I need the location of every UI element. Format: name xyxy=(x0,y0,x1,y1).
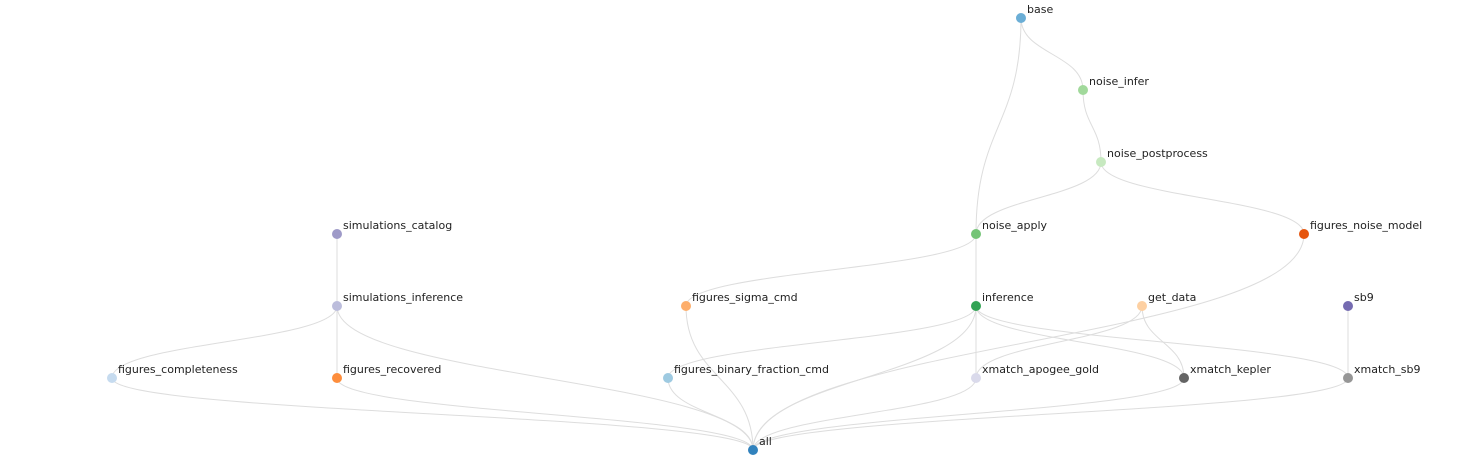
node-dot[interactable] xyxy=(1179,373,1189,383)
node-dot[interactable] xyxy=(1016,13,1026,23)
graph-edge xyxy=(111,377,754,451)
node-dot[interactable] xyxy=(1299,229,1309,239)
graph-edge xyxy=(667,305,977,379)
node-dot[interactable] xyxy=(332,229,342,239)
node-label: xmatch_kepler xyxy=(1190,363,1271,376)
graph-node-all[interactable]: all xyxy=(748,435,772,455)
graph-node-noise-infer[interactable]: noise_infer xyxy=(1078,75,1149,95)
graph-node-base[interactable]: base xyxy=(1016,3,1053,23)
node-label: sb9 xyxy=(1354,291,1374,304)
node-dot[interactable] xyxy=(971,229,981,239)
graph-node-simulations-inference[interactable]: simulations_inference xyxy=(332,291,463,311)
graph-node-figures-sigma-cmd[interactable]: figures_sigma_cmd xyxy=(681,291,798,311)
graph-node-inference[interactable]: inference xyxy=(971,291,1034,311)
node-dot[interactable] xyxy=(748,445,758,455)
graph-edge xyxy=(111,305,338,379)
graph-edges xyxy=(111,17,1349,451)
graph-node-simulations-catalog[interactable]: simulations_catalog xyxy=(332,219,452,239)
graph-edge xyxy=(975,305,1185,379)
node-label: figures_sigma_cmd xyxy=(692,291,798,304)
node-dot[interactable] xyxy=(1137,301,1147,311)
graph-node-figures-recovered[interactable]: figures_recovered xyxy=(332,363,441,383)
graph-edge xyxy=(752,377,1349,451)
graph-edge xyxy=(975,305,1349,379)
node-label: noise_infer xyxy=(1089,75,1149,88)
node-label: base xyxy=(1027,3,1053,16)
node-dot[interactable] xyxy=(663,373,673,383)
graph-edge xyxy=(975,161,1102,235)
node-dot[interactable] xyxy=(971,373,981,383)
graph-edge xyxy=(752,233,1305,451)
node-label: figures_binary_fraction_cmd xyxy=(674,363,829,376)
graph-edge xyxy=(667,377,754,451)
node-label: simulations_inference xyxy=(343,291,463,304)
graph-edge xyxy=(975,17,1022,235)
node-label: get_data xyxy=(1148,291,1196,304)
graph-node-figures-completeness[interactable]: figures_completeness xyxy=(107,363,238,383)
graph-nodes: base noise_infer noise_postprocess simulati… xyxy=(107,3,1422,455)
graph-node-xmatch-apogee-gold[interactable]: xmatch_apogee_gold xyxy=(971,363,1099,383)
graph-edge xyxy=(1141,305,1185,379)
graph-edge xyxy=(685,233,977,307)
graph-edge xyxy=(752,377,977,451)
graph-node-noise-postprocess[interactable]: noise_postprocess xyxy=(1096,147,1208,167)
graph-edge xyxy=(752,377,1185,451)
graph-edge xyxy=(336,377,754,451)
graph-node-figures-noise-model[interactable]: figures_noise_model xyxy=(1299,219,1422,239)
node-label: figures_recovered xyxy=(343,363,441,376)
node-label: all xyxy=(759,435,772,448)
node-dot[interactable] xyxy=(332,301,342,311)
graph-node-xmatch-sb9[interactable]: xmatch_sb9 xyxy=(1343,363,1421,383)
node-label: noise_postprocess xyxy=(1107,147,1208,160)
node-label: figures_noise_model xyxy=(1310,219,1422,232)
graph-node-noise-apply[interactable]: noise_apply xyxy=(971,219,1048,239)
graph-node-get-data[interactable]: get_data xyxy=(1137,291,1196,311)
node-dot[interactable] xyxy=(971,301,981,311)
node-label: simulations_catalog xyxy=(343,219,452,232)
node-label: xmatch_apogee_gold xyxy=(982,363,1099,376)
node-label: inference xyxy=(982,291,1034,304)
graph-node-xmatch-kepler[interactable]: xmatch_kepler xyxy=(1179,363,1271,383)
graph-node-figures-binary-fraction-cmd[interactable]: figures_binary_fraction_cmd xyxy=(663,363,829,383)
node-dot[interactable] xyxy=(1343,373,1353,383)
graph-edge xyxy=(1100,161,1305,235)
graph-edge xyxy=(685,305,754,451)
graph-edge xyxy=(1020,17,1084,91)
node-dot[interactable] xyxy=(1096,157,1106,167)
node-dot[interactable] xyxy=(1078,85,1088,95)
node-dot[interactable] xyxy=(681,301,691,311)
node-dot[interactable] xyxy=(1343,301,1353,311)
graph-node-sb9[interactable]: sb9 xyxy=(1343,291,1374,311)
node-label: xmatch_sb9 xyxy=(1354,363,1421,376)
node-label: noise_apply xyxy=(982,219,1048,232)
node-label: figures_completeness xyxy=(118,363,238,376)
node-dot[interactable] xyxy=(332,373,342,383)
graph-edge xyxy=(336,305,754,451)
graph-edge xyxy=(975,305,1143,379)
graph-edge xyxy=(1082,89,1102,163)
node-dot[interactable] xyxy=(107,373,117,383)
